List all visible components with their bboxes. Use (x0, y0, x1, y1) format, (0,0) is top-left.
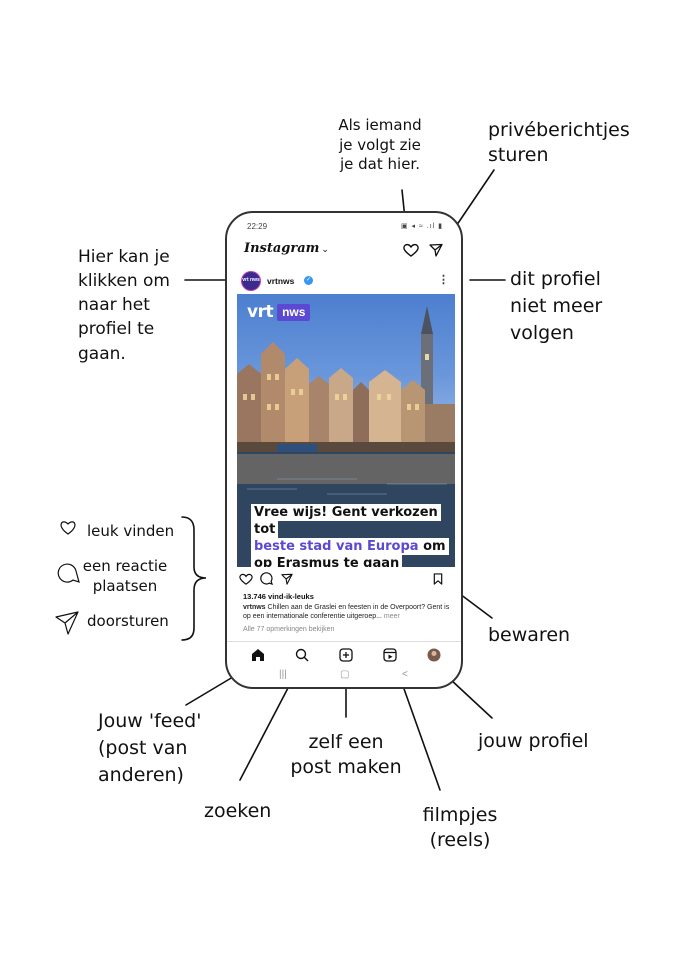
annotation-text: gaan. (78, 343, 126, 364)
annotation-direct-messages: privéberichtjes sturen (488, 118, 630, 167)
bottom-nav (227, 641, 461, 668)
likes-count[interactable]: 13.746 vind-ik-leuks (243, 592, 314, 601)
nav-reels-icon[interactable] (383, 648, 397, 662)
annotation-save: bewaren (488, 624, 571, 646)
vrt-logo-text: vrt (247, 302, 274, 322)
save-bookmark-icon[interactable] (433, 573, 443, 585)
annotation-text: post maken (290, 755, 402, 778)
annotation-text: sturen (488, 143, 549, 166)
nav-search-icon[interactable] (295, 648, 309, 662)
nav-create-post-icon[interactable] (339, 648, 353, 662)
annotation-feed: Jouw 'feed' (post van anderen) (98, 708, 201, 789)
vrt-nws-logo: vrt nws (247, 302, 311, 322)
annotation-text: naar het (78, 295, 150, 316)
annotation-search: zoeken (204, 800, 272, 822)
annotation-text: anderen) (98, 763, 184, 786)
back-icon[interactable]: < (402, 669, 408, 680)
annotation-reels: filmpjes (reels) (410, 803, 510, 852)
post-profile-row[interactable]: vrt nws vrtnws ✓ ⋮ (241, 271, 453, 293)
share-send-icon[interactable] (281, 573, 293, 585)
annotation-text: niet meer (510, 294, 603, 317)
brace-action-icons (181, 516, 207, 641)
headline-part1: Vree wijs! Gent verkozen tot (254, 505, 438, 538)
annotation-text: je volgt zie (339, 135, 421, 154)
view-comments-link[interactable]: Alle 77 opmerkingen bekijken (243, 626, 335, 633)
nav-profile-avatar-icon[interactable] (427, 648, 441, 662)
annotation-text: zelf een (308, 731, 384, 753)
status-icons: ▣ ◂ ≈ .ıl ▮ (400, 223, 443, 230)
direct-message-send-icon[interactable] (429, 243, 443, 257)
instagram-logo-text: Instagram (244, 241, 320, 256)
verified-badge-icon: ✓ (304, 276, 313, 285)
legend-comment-icon (57, 563, 80, 583)
annotation-text: dit profiel (510, 268, 601, 290)
comment-icon[interactable] (260, 572, 273, 585)
notifications-heart-icon[interactable] (403, 243, 419, 257)
annotation-text: plaatsen (92, 576, 158, 595)
status-time: 22:29 (247, 222, 268, 231)
caption-username[interactable]: vrtnws (243, 604, 266, 611)
instagram-logo[interactable]: Instagram⌄ (244, 241, 329, 256)
annotation-profile-link: Hier kan je klikken om naar het profiel … (78, 245, 170, 366)
system-nav-bar: ||| ▢ < (227, 669, 461, 685)
headline-part2: om (418, 539, 446, 555)
recents-icon[interactable]: ||| (279, 669, 287, 680)
annotation-text: je dat hier. (340, 155, 420, 173)
annotation-create-post: zelf een post maken (286, 730, 406, 779)
annotation-text: klikken om (78, 271, 170, 292)
annotation-text: profiel te (78, 319, 155, 340)
nav-home-icon[interactable] (251, 648, 265, 662)
annotation-comment: een reactie plaatsen (80, 557, 170, 596)
annotation-text: (post van (98, 736, 188, 759)
annotation-text: volgen (510, 321, 574, 344)
chevron-down-icon: ⌄ (321, 245, 329, 255)
annotation-your-profile: jouw profiel (478, 730, 589, 752)
annotation-text: (reels) (429, 828, 491, 851)
headline-highlight: beste stad van Europa (254, 539, 419, 555)
annotation-text: privéberichtjes (488, 119, 630, 141)
annotation-like: leuk vinden (87, 522, 175, 540)
annotation-share: doorsturen (87, 612, 169, 630)
more-options-icon[interactable]: ⋮ (438, 274, 449, 286)
legend-send-icon (55, 611, 79, 635)
post-action-bar (239, 571, 453, 587)
annotation-text: Als iemand (338, 116, 422, 134)
avatar[interactable]: vrt nws (241, 271, 261, 291)
post-caption: vrtnws Chillen aan de Graslei en feesten… (243, 603, 453, 622)
post-image[interactable]: vrt nws Vree wijs! Gent verkozen tot bes… (237, 294, 455, 567)
like-heart-icon[interactable] (239, 573, 253, 585)
post-username[interactable]: vrtnws (267, 276, 295, 286)
headline-part3: op Erasmus te gaan (254, 556, 400, 567)
legend-heart-icon (60, 521, 76, 535)
caption-more-link[interactable]: meer (381, 613, 400, 621)
phone-mockup: 22:29 ▣ ◂ ≈ .ıl ▮ Instagram⌄ vrt nws vrt… (225, 211, 463, 689)
home-system-icon[interactable]: ▢ (340, 669, 350, 680)
annotation-text: Jouw 'feed' (98, 710, 202, 732)
caption-text: Chillen aan de Graslei en feesten in de … (243, 604, 450, 621)
post-headline: Vree wijs! Gent verkozen tot beste stad … (251, 504, 455, 567)
annotation-text: Hier kan je (78, 247, 170, 267)
annotation-text: filmpjes (422, 804, 498, 826)
annotation-follow-notice: Als iemand je volgt zie je dat hier. (330, 116, 430, 175)
annotation-text: een reactie (82, 557, 168, 575)
nws-logo-box: nws (277, 303, 311, 321)
annotation-unfollow: dit profiel niet meer volgen (510, 266, 602, 347)
